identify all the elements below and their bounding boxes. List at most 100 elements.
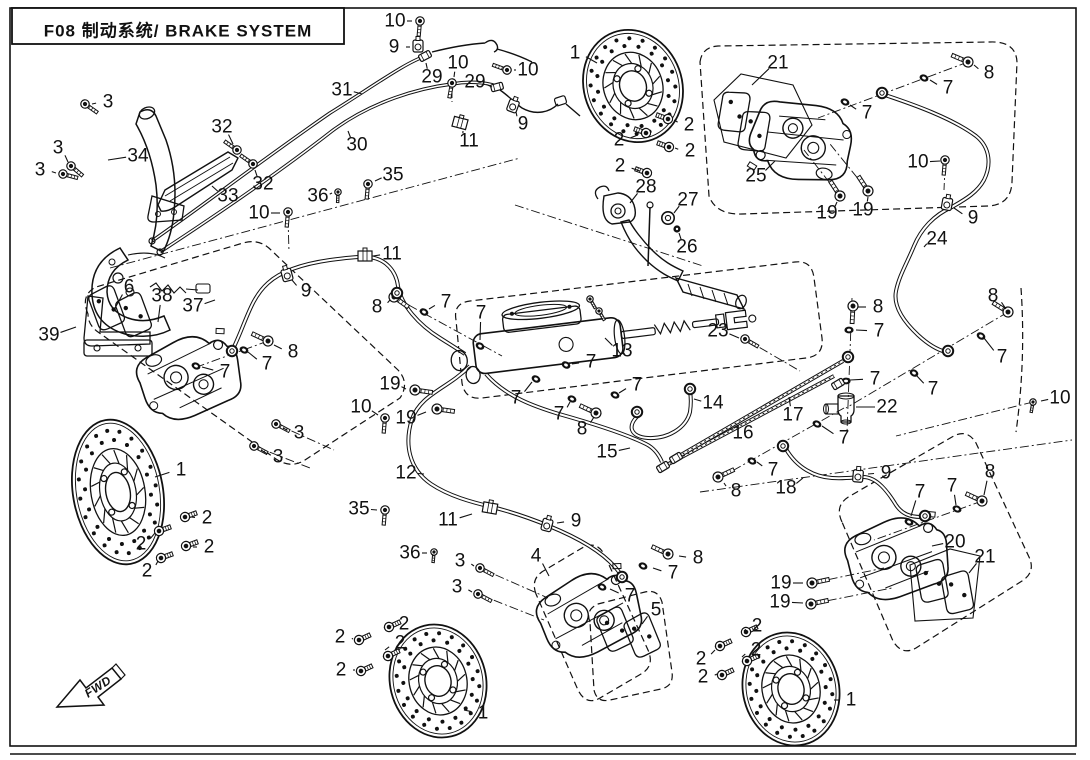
callout-8: 8 [858,297,883,318]
callout-number: 2 [335,627,346,648]
callout-7: 7 [849,369,880,390]
callout-number: 2 [202,508,213,529]
bolt [847,300,859,325]
bolt [856,174,874,197]
banjo-eye [683,382,697,396]
washer [475,342,485,350]
callout-8: 8 [983,462,995,496]
leader-line [630,134,639,139]
leader-line [631,167,641,172]
bolt [805,597,830,610]
parking-brake-lever [83,106,211,357]
brake-pedal [594,185,747,311]
banjo-eye [841,350,855,364]
hose-24 [884,93,991,354]
leader-line [910,500,917,517]
leader-line [849,104,857,110]
leader-line [866,196,869,202]
callout-10: 10 [514,60,539,81]
callout-number: 21 [974,547,995,568]
leader-line [228,134,234,145]
bolt [363,179,373,200]
callout-2: 2 [136,532,156,555]
callout-number: 7 [262,354,273,375]
leader-line [329,192,333,195]
bolt [473,589,493,604]
callout-7: 7 [855,321,884,342]
leader-line [201,366,214,371]
callout-29: 29 [421,62,443,88]
callout-number: 10 [517,60,538,81]
callout-number: 8 [372,297,383,318]
leader-line [428,304,436,310]
callout-number: 9 [518,114,529,135]
callout-number: 2 [751,640,762,661]
leader-line [973,64,979,70]
leader-line [542,563,550,577]
callout-number: 2 [395,633,406,654]
bolt [740,624,759,638]
leader-line [953,494,957,506]
brake-disc [582,28,684,144]
axis-line [744,338,801,372]
callout-number: 8 [988,286,999,307]
leader-line [604,337,613,346]
callout-3: 3 [282,423,304,444]
leader-line [855,329,868,332]
brake-discs [71,28,841,747]
callout-number: 5 [651,600,662,621]
region-front-right-caliper [533,544,651,702]
bolt [334,188,342,204]
callout-number: 7 [997,347,1008,368]
washer [919,74,929,82]
callout-5: 5 [641,600,662,625]
callout-number: 10 [1049,388,1070,409]
leader-line [453,71,456,78]
region-extension-arc [1015,287,1024,433]
hose-clamp [506,95,520,114]
callout-22: 22 [856,397,898,418]
washer [812,420,822,428]
callout-number: 24 [926,229,948,250]
banjo-eye [390,286,404,300]
callout-number: 7 [915,482,926,503]
callout-number: 11 [459,131,479,152]
pipe-17 [672,359,845,461]
leader-line [983,480,988,496]
leader-line [425,62,428,69]
callout-number: 2 [752,616,763,637]
callout-number: 19 [769,592,790,613]
callout-number: 31 [331,80,352,101]
callout-9: 9 [291,279,311,302]
callout-number: 39 [38,325,59,346]
leader-line [953,207,963,215]
callout-12: 12 [395,463,425,484]
callout-number: 1 [846,690,857,711]
leader-line [470,563,475,567]
callout-number: 17 [782,405,803,426]
callout-2: 2 [674,141,695,162]
leader-line [743,628,747,632]
callout-7: 7 [910,482,926,517]
leader-line [765,160,776,171]
callout-number: 1 [570,43,581,64]
callout-number: 19 [770,573,791,594]
callout-number: 7 [862,103,873,124]
callout-19: 19 [395,408,427,429]
callout-number: 14 [702,393,724,414]
callout-number: 8 [984,63,995,84]
leader-line [524,381,533,392]
callout-3: 3 [35,160,57,181]
callout-2: 2 [384,633,406,654]
callout-number: 7 [943,78,954,99]
leader-line [353,91,363,95]
hose-clamp [852,465,864,483]
leader-line [915,374,925,384]
callout-number: 16 [732,423,753,444]
page-title: F08 制动系统/ BRAKE SYSTEM [44,21,313,41]
callout-number: 7 [839,428,850,449]
callout-33: 33 [211,186,239,207]
callout-number: 2 [614,130,625,151]
washer [191,362,201,370]
leader-line [968,563,977,574]
